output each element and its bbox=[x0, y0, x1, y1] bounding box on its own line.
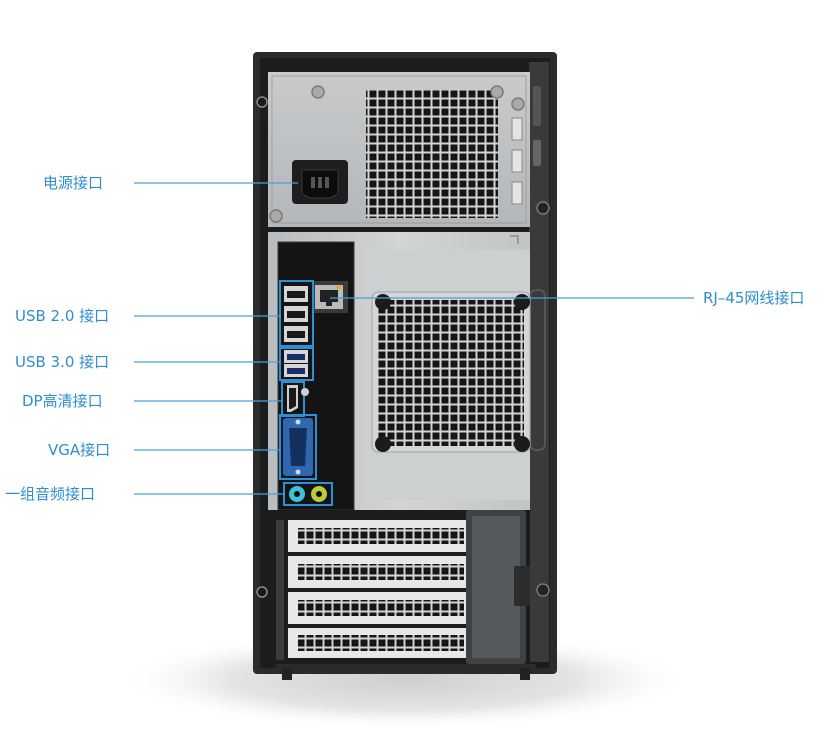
audio-jack-icon bbox=[289, 486, 305, 502]
power-port-label: 电源接口 bbox=[43, 174, 104, 192]
iec-c14-power-inlet-icon bbox=[292, 160, 348, 204]
usb-port-icon bbox=[284, 364, 308, 377]
usb2-port-label: USB 2.0 接口 bbox=[15, 307, 110, 325]
rear-fan-grille bbox=[371, 291, 531, 453]
expansion-slot-cover bbox=[288, 628, 474, 658]
audio-jack-group bbox=[283, 482, 333, 506]
dp-port-label: DP高清接口 bbox=[22, 392, 103, 410]
usb-3-port-group bbox=[279, 345, 314, 381]
expansion-slot-cover bbox=[288, 520, 474, 552]
usb-port-icon bbox=[284, 286, 308, 302]
chassis-foot bbox=[520, 668, 530, 680]
usb-port-icon bbox=[284, 306, 308, 322]
chassis-foot bbox=[282, 668, 292, 680]
expansion-slot-cover bbox=[288, 592, 474, 624]
power-supply-unit bbox=[268, 72, 530, 227]
usb-port-icon bbox=[284, 326, 308, 342]
usb-2-highlight bbox=[279, 280, 314, 349]
vga-highlight bbox=[279, 414, 317, 480]
expansion-slot-cover bbox=[288, 556, 474, 588]
chassis-screw bbox=[256, 96, 268, 108]
usb-2-port-group bbox=[279, 280, 314, 349]
vga-port-label: VGA接口 bbox=[48, 441, 111, 459]
slot-retention-latch bbox=[466, 510, 530, 664]
expansion-slots bbox=[268, 510, 536, 672]
callout-lines bbox=[134, 182, 694, 495]
psu-fan-vent bbox=[366, 90, 498, 218]
psu-status-slots bbox=[511, 117, 523, 205]
usb-3-highlight bbox=[279, 345, 314, 381]
usb-port-icon bbox=[284, 350, 308, 363]
audio-jack-icon bbox=[311, 486, 327, 502]
rj45-port-label: RJ–45网线接口 bbox=[703, 289, 805, 307]
audio-port-label: 一组音频接口 bbox=[5, 485, 96, 503]
usb3-port-label: USB 3.0 接口 bbox=[15, 353, 110, 371]
vga-connector-icon bbox=[279, 414, 317, 480]
rj45-port-icon bbox=[312, 281, 348, 313]
